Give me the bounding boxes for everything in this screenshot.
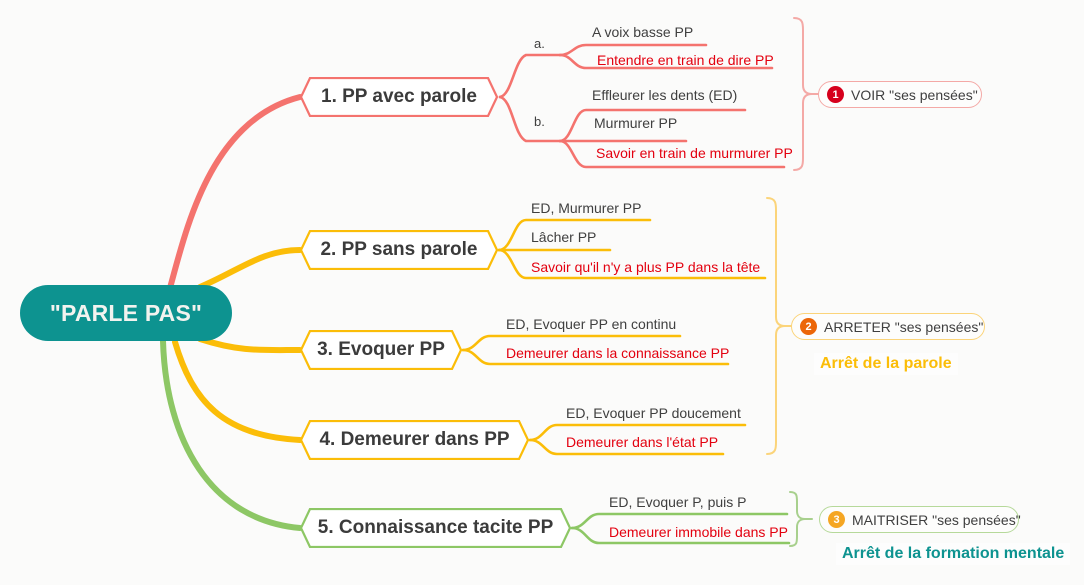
leaf-b1-b-2[interactable]: Murmurer PP (594, 115, 678, 131)
branch-1-split-b (498, 95, 562, 143)
summary-pill-1[interactable]: 1 VOIR "ses pensées" (818, 81, 982, 108)
summary-label-1: VOIR "ses pensées" (851, 86, 978, 103)
root-to-branch-1-line (167, 94, 303, 291)
branch-node-2[interactable]: 2. PP sans parole (300, 230, 498, 270)
leaf-b1-a-1[interactable]: A voix basse PP (592, 24, 694, 40)
brace-2 (766, 197, 786, 455)
branch-node-3-label: 3. Evoquer PP (317, 339, 445, 360)
outcome-caption-3: Arrêt de la formation mentale (836, 543, 1071, 565)
branch-node-2-label: 2. PP sans parole (320, 239, 478, 260)
root-node-label: "PARLE PAS" (49, 299, 203, 326)
summary-label-2: ARRETER "ses pensées" (824, 318, 984, 335)
summary-badge-2: 2 (800, 318, 817, 335)
branch-node-5[interactable]: 5. Connaissance tacite PP (300, 508, 571, 548)
summary-label-3: MAITRISER "ses pensées" (852, 511, 1021, 528)
branch-1-split-a (498, 53, 562, 99)
leaf-b1-b-3[interactable]: Savoir en train de murmurer PP (596, 145, 793, 161)
branch-node-4[interactable]: 4. Demeurer dans PP (300, 420, 529, 460)
leaf-b1-b-1[interactable]: Effleurer les dents (ED) (592, 87, 738, 103)
leaf-b3-1[interactable]: ED, Evoquer PP en continu (506, 316, 677, 332)
leaf-b4-1[interactable]: ED, Evoquer PP doucement (566, 405, 741, 421)
leaf-b2-1[interactable]: ED, Murmurer PP (531, 200, 642, 216)
leaf-b1-a-2[interactable]: Entendre en train de dire PP (597, 52, 774, 68)
leaf-b2-2[interactable]: Lâcher PP (531, 229, 597, 245)
root-to-branch-3-line (197, 336, 303, 354)
leaf-b3-2[interactable]: Demeurer dans la connaissance PP (506, 345, 730, 361)
branch-node-4-label: 4. Demeurer dans PP (319, 429, 510, 450)
branch-node-3[interactable]: 3. Evoquer PP (300, 330, 462, 370)
branch-1-group-a-marker: a. (534, 36, 545, 51)
root-to-branch-4-line (172, 339, 303, 443)
root-to-branch-2-line (197, 247, 303, 290)
root-to-branch-5-line (160, 338, 303, 531)
branch-node-1[interactable]: 1. PP avec parole (300, 77, 498, 117)
summary-pill-2[interactable]: 2 ARRETER "ses pensées" (791, 313, 985, 340)
leaf-b5-1[interactable]: ED, Evoquer P, puis P (609, 494, 747, 510)
brace-1 (793, 17, 813, 171)
summary-badge-3: 3 (828, 511, 845, 528)
summary-badge-1: 1 (827, 86, 844, 103)
leaf-b4-2[interactable]: Demeurer dans l'état PP (566, 434, 719, 450)
branch-node-5-label: 5. Connaissance tacite PP (317, 517, 554, 538)
brace-3 (789, 491, 806, 547)
branch-1-group-b-marker: b. (534, 114, 545, 129)
outcome-caption-2: Arrêt de la parole (814, 353, 958, 375)
root-node[interactable]: "PARLE PAS" (20, 285, 232, 341)
leaf-b2-3[interactable]: Savoir qu'il n'y a plus PP dans la tête (531, 259, 761, 275)
summary-pill-3[interactable]: 3 MAITRISER "ses pensées" (819, 506, 1021, 533)
leaf-b5-2[interactable]: Demeurer immobile dans PP (609, 524, 788, 540)
branch-node-1-label: 1. PP avec parole (321, 86, 477, 107)
